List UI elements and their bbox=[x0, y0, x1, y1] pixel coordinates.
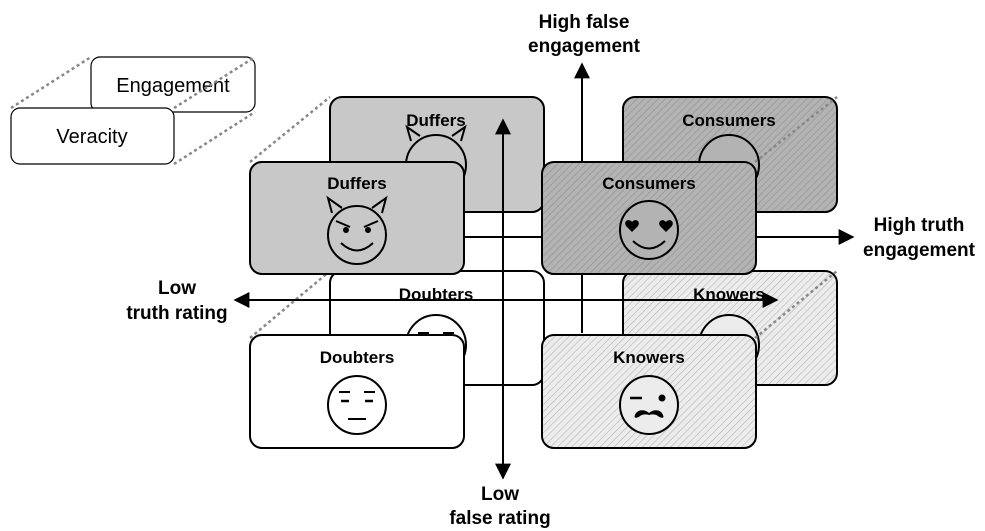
back-card-knowers-label: Knowers bbox=[693, 285, 765, 304]
axis-label-left-line2: truth rating bbox=[126, 303, 227, 324]
axis-label-right-line1: High truth bbox=[874, 215, 965, 236]
heart-eyes-face-icon bbox=[619, 200, 679, 260]
front-card-knowers-label: Knowers bbox=[613, 348, 685, 367]
front-card-knowers: Knowers bbox=[541, 334, 757, 449]
front-card-duffers: Duffers bbox=[249, 161, 465, 275]
legend-engagement-label: Engagement bbox=[116, 75, 230, 97]
skeptical-face-icon bbox=[327, 375, 387, 435]
axis-label-bottom-line2: false rating bbox=[449, 508, 550, 529]
front-card-consumers-label: Consumers bbox=[602, 174, 696, 193]
devil-face-icon bbox=[326, 195, 388, 265]
depth-connectors bbox=[249, 96, 838, 339]
mustache-face-icon bbox=[619, 375, 679, 435]
back-card-doubters-label: Doubters bbox=[399, 285, 474, 304]
legend-connector bbox=[173, 55, 256, 110]
axis-label-top-line1: High false bbox=[539, 12, 630, 33]
front-card-doubters: Doubters bbox=[249, 334, 465, 449]
legend-connector bbox=[10, 55, 92, 110]
legend-veracity-box bbox=[10, 107, 175, 165]
back-card-duffers-label: Duffers bbox=[406, 111, 466, 130]
back-card-consumers-label: Consumers bbox=[682, 111, 776, 130]
axis-label-left-line1: Low bbox=[158, 278, 196, 299]
legend-connector bbox=[173, 110, 256, 166]
front-card-consumers: Consumers bbox=[541, 161, 757, 275]
axis-label-right-line2: engagement bbox=[863, 240, 976, 261]
axis-label-bottom-line1: Low bbox=[481, 484, 519, 505]
legend-veracity-label: Veracity bbox=[56, 126, 127, 148]
front-card-duffers-label: Duffers bbox=[327, 174, 387, 193]
axis-label-top-line2: engagement bbox=[528, 36, 641, 57]
legend: Engagement Veracity bbox=[10, 55, 256, 166]
front-card-doubters-label: Doubters bbox=[320, 348, 395, 367]
